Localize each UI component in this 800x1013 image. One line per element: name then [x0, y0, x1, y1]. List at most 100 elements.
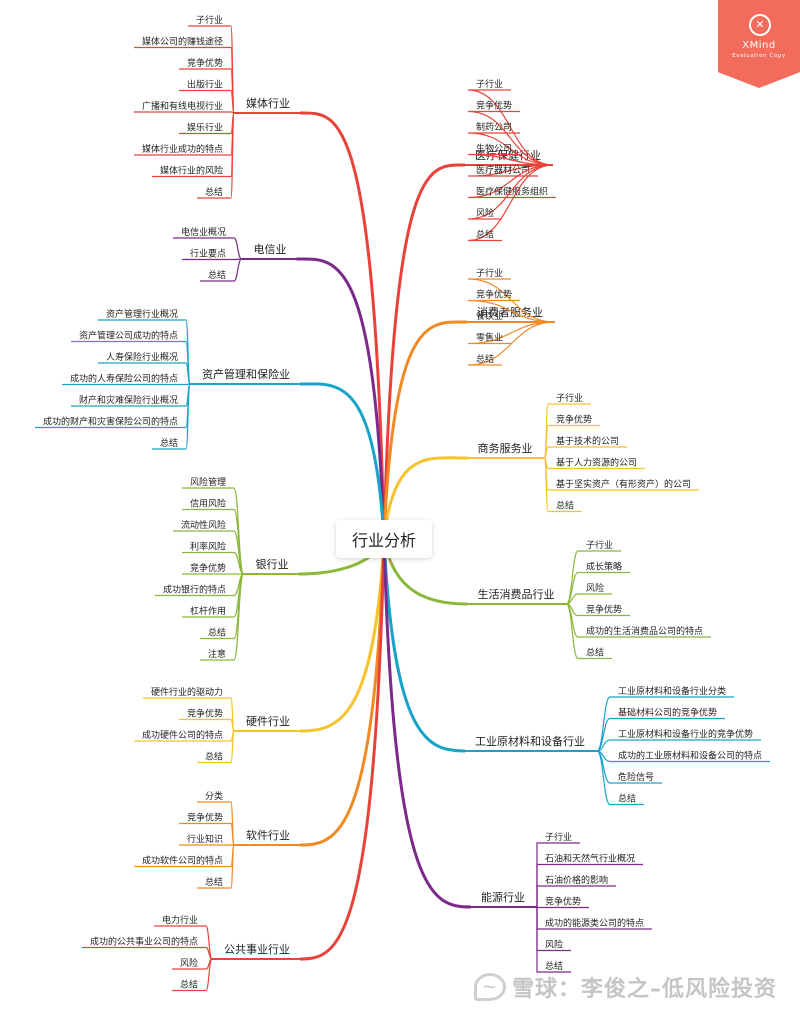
child-topic[interactable]: 注意 [208, 648, 226, 660]
child-topic[interactable]: 竞争优势 [476, 289, 512, 301]
child-topic[interactable]: 医疗器材公司 [476, 164, 530, 176]
child-topic[interactable]: 成功软件公司的特点 [142, 855, 223, 867]
child-topic[interactable]: 总结 [586, 647, 604, 659]
branch-9[interactable]: 商务服务业 子行业竞争优势基于技术的公司基于人力资源的公司基于坚实资产（有形资产）… [382, 392, 699, 540]
child-topic[interactable]: 总结 [556, 500, 574, 512]
child-topic[interactable]: 资产管理公司成功的特点 [79, 330, 178, 342]
child-topic[interactable]: 总结 [208, 627, 226, 639]
child-topic[interactable]: 竞争优势 [187, 708, 223, 720]
child-topic[interactable]: 杠杆作用 [190, 605, 226, 617]
child-topic[interactable]: 医疗保健服务组织 [476, 186, 548, 198]
child-topic[interactable]: 子行业 [545, 831, 572, 843]
child-topic[interactable]: 竞争优势 [586, 604, 622, 616]
child-topic[interactable]: 流动性风险 [181, 519, 226, 531]
child-topic[interactable]: 成功的公共事业公司的特点 [90, 936, 198, 948]
child-topic[interactable]: 竞争优势 [476, 100, 512, 112]
child-topic[interactable]: 成功银行的特点 [163, 584, 226, 596]
child-topic[interactable]: 风险 [180, 957, 198, 969]
child-topic[interactable]: 危险信号 [618, 771, 654, 783]
child-topic[interactable]: 制药公司 [476, 121, 512, 133]
child-topic[interactable]: 总结 [180, 979, 198, 991]
child-topic[interactable]: 媒体公司的赚钱途径 [142, 36, 223, 48]
branch-label[interactable]: 电信业 [254, 243, 287, 256]
child-topic[interactable]: 石油和天然气行业概况 [545, 853, 635, 865]
child-topic[interactable]: 分类 [205, 790, 223, 802]
child-topic[interactable]: 基于坚实资产（有形资产）的公司 [556, 478, 691, 490]
child-topic[interactable]: 总结 [545, 960, 563, 972]
child-topic[interactable]: 总结 [160, 437, 178, 449]
child-topic[interactable]: 成功的人寿保险公司的特点 [70, 373, 178, 385]
child-topic[interactable]: 行业要点 [190, 248, 226, 260]
child-topic[interactable]: 基础材料公司的竞争优势 [618, 707, 717, 719]
branch-12[interactable]: 能源行业子行业石油和天然气行业概况石油价格的影响竞争优势成功的能源类公司的特点风… [382, 538, 652, 973]
child-topic[interactable]: 子行业 [586, 539, 613, 551]
child-topic[interactable]: 基于技术的公司 [556, 435, 619, 447]
child-topic[interactable]: 总结 [476, 229, 494, 241]
child-topic[interactable]: 竞争优势 [190, 562, 226, 574]
child-topic[interactable]: 成长策略 [586, 561, 622, 573]
child-topic[interactable]: 行业知识 [187, 833, 223, 845]
child-topic[interactable]: 利率风险 [190, 541, 226, 553]
child-topic[interactable]: 子行业 [476, 78, 503, 90]
child-topic[interactable]: 风险 [545, 939, 563, 951]
child-topic[interactable]: 竞争优势 [545, 896, 581, 908]
child-topic[interactable]: 工业原材料和设备行业分类 [618, 685, 726, 697]
xmind-evaluation-badge[interactable]: ✕ XMind Evaluation Copy [718, 0, 800, 88]
child-topic[interactable]: 风险 [586, 582, 604, 594]
child-topic[interactable]: 总结 [205, 876, 223, 888]
child-topic[interactable]: 基于人力资源的公司 [556, 457, 637, 469]
child-topic[interactable]: 子行业 [556, 392, 583, 404]
child-topic[interactable]: 财产和灾难保险行业概况 [79, 394, 178, 406]
child-topic[interactable]: 总结 [205, 186, 223, 198]
child-topic[interactable]: 人寿保险行业概况 [106, 351, 178, 363]
child-topic[interactable]: 总结 [205, 751, 223, 763]
child-topic[interactable]: 电力行业 [162, 914, 198, 926]
child-topic[interactable]: 成功的财产和灾害保险公司的特点 [43, 416, 178, 428]
branch-2[interactable]: 资产管理和保险业 资产管理行业概况资产管理公司成功的特点人寿保险行业概况成功的人寿… [35, 308, 386, 540]
branch-label[interactable]: 公共事业行业 [224, 943, 290, 956]
child-topic[interactable]: 竞争优势 [556, 414, 592, 426]
child-topic[interactable]: 成功硬件公司的特点 [142, 729, 223, 741]
child-topic[interactable]: 总结 [618, 793, 636, 805]
branch-label[interactable]: 资产管理和保险业 [202, 367, 290, 381]
branch-label[interactable]: 商务服务业 [478, 441, 533, 455]
child-topic[interactable]: 零售业 [476, 332, 503, 344]
child-topic[interactable]: 娱乐行业 [187, 122, 223, 134]
child-topic[interactable]: 成功的能源类公司的特点 [545, 917, 644, 929]
branch-label[interactable]: 软件行业 [246, 828, 290, 842]
branch-label[interactable]: 硬件行业 [246, 715, 290, 728]
branch-label[interactable]: 工业原材料和设备行业 [475, 734, 585, 748]
child-topic[interactable]: 电信业概况 [181, 226, 226, 238]
child-topic[interactable]: 子行业 [476, 267, 503, 279]
child-topic[interactable]: 风险 [476, 207, 494, 219]
child-topic[interactable]: 餐饮业 [476, 310, 503, 322]
child-topic[interactable]: 总结 [476, 353, 494, 365]
child-topic[interactable]: 生物公司 [476, 143, 512, 155]
child-topic[interactable]: 竞争优势 [187, 57, 223, 69]
child-topic[interactable]: 竞争优势 [187, 812, 223, 824]
branch-11[interactable]: 工业原材料和设备行业工业原材料和设备行业分类基础材料公司的竞争优势工业原材料和设… [382, 538, 770, 806]
child-topic[interactable]: 媒体行业的风险 [160, 165, 223, 177]
child-topic[interactable]: 媒体行业成功的特点 [142, 143, 223, 155]
child-topic[interactable]: 成功的工业原材料和设备公司的特点 [618, 750, 762, 762]
child-topic[interactable]: 子行业 [196, 14, 223, 26]
child-topic[interactable]: 成功的生活消费品公司的特点 [586, 625, 703, 637]
child-topic[interactable]: 硬件行业的驱动力 [151, 686, 223, 698]
branch-label[interactable]: 生活消费品行业 [478, 587, 555, 601]
branch-label[interactable]: 能源行业 [481, 890, 525, 904]
root-topic[interactable]: 行业分析 [336, 520, 432, 558]
child-topic[interactable]: 总结 [208, 269, 226, 281]
branch-label[interactable]: 消费者服务业 [477, 305, 543, 319]
child-topic[interactable]: 资产管理行业概况 [106, 308, 178, 320]
branch-0[interactable]: 媒体行业子行业媒体公司的赚钱途径竞争优势出版行业广播和有线电视行业娱乐行业媒体行… [134, 14, 386, 540]
child-topic[interactable]: 出版行业 [187, 79, 223, 91]
child-topic[interactable]: 广播和有线电视行业 [142, 100, 223, 112]
